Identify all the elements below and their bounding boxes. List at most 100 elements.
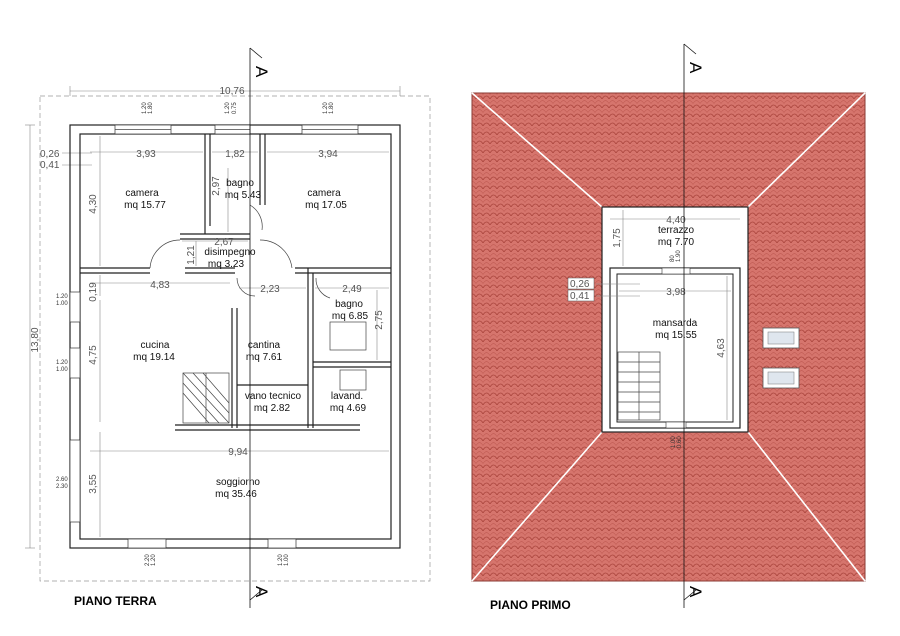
window-top-3-w: 1.20 bbox=[323, 102, 329, 114]
first-offset-b: 0,41 bbox=[570, 291, 590, 302]
ground-floor-title: PIANO TERRA bbox=[74, 594, 157, 608]
internal-dimension-lines bbox=[90, 136, 389, 537]
window-bottom-1-w: 2.20 bbox=[145, 554, 151, 566]
window-left-2-h: 1.00 bbox=[56, 367, 68, 373]
dim-terrazzo-height: 1,75 bbox=[612, 228, 623, 248]
section-letter: A bbox=[252, 66, 271, 78]
room-area: mq 2.82 bbox=[254, 403, 291, 414]
window-bottom-1-h: 1.20 bbox=[151, 554, 157, 566]
room-area: mq 3.23 bbox=[208, 259, 245, 270]
window-left-1-w: 1.20 bbox=[56, 294, 68, 300]
window-top-1-w: 1.20 bbox=[142, 102, 148, 114]
window-first-top-h: 1.90 bbox=[676, 250, 682, 262]
left-windows: 1.20 1.00 1.20 1.00 2.60 2.30 bbox=[56, 291, 81, 523]
room-area: mq 17.05 bbox=[305, 200, 347, 211]
room-area: mq 5.43 bbox=[225, 190, 262, 201]
window-left-1-h: 1.00 bbox=[56, 301, 68, 307]
room-name: soggiorno bbox=[216, 477, 260, 488]
window-first-bottom-w: 1.00 bbox=[671, 436, 677, 448]
window-left-3-w: 2.60 bbox=[56, 477, 68, 483]
dim-terrazzo-width: 4,40 bbox=[666, 215, 686, 226]
room-name: camera bbox=[125, 188, 159, 199]
mansarda-top-window bbox=[661, 267, 691, 275]
ground-floor-plan: 10,76 13,80 0,26 0,41 1.20 1.80 1.20 0.7… bbox=[25, 47, 431, 608]
dim-cucina-width: 4,83 bbox=[150, 280, 170, 291]
room-area: mq 6.85 bbox=[332, 311, 369, 322]
roof-hip-line bbox=[471, 431, 603, 582]
dim-soggiorno-height: 3,55 bbox=[88, 474, 99, 494]
roof-hip-line bbox=[747, 92, 866, 208]
top-windows: 1.20 1.80 1.20 0.75 1.20 1.80 bbox=[114, 102, 359, 135]
dim-disimpegno-width: 2,67 bbox=[214, 237, 234, 248]
dim-cantina-width: 2,23 bbox=[260, 284, 280, 295]
roof-hip-line bbox=[747, 431, 866, 582]
first-floor-title: PIANO PRIMO bbox=[490, 598, 571, 612]
dim-camera-right-width: 3,94 bbox=[318, 149, 338, 160]
window-left-2-w: 1.20 bbox=[56, 360, 68, 366]
room-name: disimpegno bbox=[204, 247, 256, 258]
room-name: lavand. bbox=[331, 391, 363, 402]
mansarda-wall-outer bbox=[609, 267, 741, 429]
dim-mansarda-width: 3,98 bbox=[666, 287, 686, 298]
dim-camera-left-width: 3,93 bbox=[136, 149, 156, 160]
window-first-bottom-h: 0.60 bbox=[677, 436, 683, 448]
room-area: mq 4.69 bbox=[330, 403, 367, 414]
dim-bagno-width: 1,82 bbox=[225, 149, 245, 160]
window-bottom-2-h: 1.00 bbox=[284, 554, 290, 566]
room-area: mq 19.14 bbox=[133, 352, 175, 363]
room-name: vano tecnico bbox=[245, 391, 302, 402]
ground-stairs bbox=[182, 372, 230, 424]
dim-bagno2-width: 2,49 bbox=[342, 284, 362, 295]
room-area: mq 7.70 bbox=[658, 237, 695, 248]
dim-mansarda-height: 4,63 bbox=[716, 338, 727, 358]
window-left-3-h: 2.30 bbox=[56, 484, 68, 490]
dim-bagno2-height: 2,75 bbox=[374, 310, 385, 330]
first-floor-stairs bbox=[617, 351, 661, 421]
offset-a-label: 0,26 bbox=[40, 149, 60, 160]
section-marker-top-ground: A bbox=[249, 47, 271, 78]
window-first-top-w: 80 bbox=[670, 255, 676, 262]
door-swings bbox=[149, 204, 331, 299]
interior-walls bbox=[80, 134, 391, 431]
bottom-windows: 2.20 1.20 1.20 1.00 bbox=[127, 538, 297, 566]
overall-width-label: 10,76 bbox=[219, 86, 244, 97]
dim-soggiorno-width: 9,94 bbox=[228, 447, 248, 458]
roof-hip-line bbox=[471, 92, 603, 208]
section-marker-bottom-ground: A bbox=[249, 586, 271, 601]
first-floor-plan: 80 1.90 1.00 0.60 4,40 3,98 1,7 bbox=[471, 43, 866, 612]
section-letter: A bbox=[686, 62, 705, 74]
section-marker-bottom-first: A bbox=[683, 586, 705, 601]
window-top-1-h: 1.80 bbox=[148, 102, 154, 114]
sink bbox=[339, 369, 367, 391]
room-area: mq 35.46 bbox=[215, 489, 257, 500]
room-area: mq 7.61 bbox=[246, 352, 283, 363]
window-top-2-h: 0.75 bbox=[232, 102, 238, 114]
first-offset-a: 0,26 bbox=[570, 279, 590, 290]
room-name: camera bbox=[307, 188, 341, 199]
ground-room-labels: camera mq 15.77 bagno mq 5.43 camera mq … bbox=[124, 178, 368, 500]
mansarda-bottom-window bbox=[665, 421, 687, 429]
room-name: bagno bbox=[226, 178, 254, 189]
room-area: mq 15.77 bbox=[124, 200, 166, 211]
room-name: terrazzo bbox=[658, 225, 695, 236]
window-bottom-2-w: 1.20 bbox=[278, 554, 284, 566]
dim-cucina-height: 4,75 bbox=[88, 345, 99, 365]
window-top-3-h: 1.80 bbox=[329, 102, 335, 114]
section-marker-top-first: A bbox=[683, 43, 705, 74]
room-name: cucina bbox=[141, 340, 170, 351]
room-name: cantina bbox=[248, 340, 281, 351]
overall-height-label: 13,80 bbox=[30, 327, 41, 352]
dim-camera-height: 4,30 bbox=[88, 194, 99, 214]
room-name: bagno bbox=[335, 299, 363, 310]
window-top-2-w: 1.20 bbox=[225, 102, 231, 114]
offset-b-label: 0,41 bbox=[40, 160, 60, 171]
dim-bagno-height: 2,97 bbox=[211, 176, 222, 196]
ground-overall-boundary bbox=[39, 95, 431, 582]
dim-disimpegno-height: 1,21 bbox=[186, 245, 197, 265]
section-letter: A bbox=[252, 586, 271, 598]
room-area: mq 15.55 bbox=[655, 330, 697, 341]
room-name: mansarda bbox=[653, 318, 698, 329]
section-letter: A bbox=[686, 586, 705, 598]
dim-wall-thickness: 0,19 bbox=[88, 282, 99, 302]
